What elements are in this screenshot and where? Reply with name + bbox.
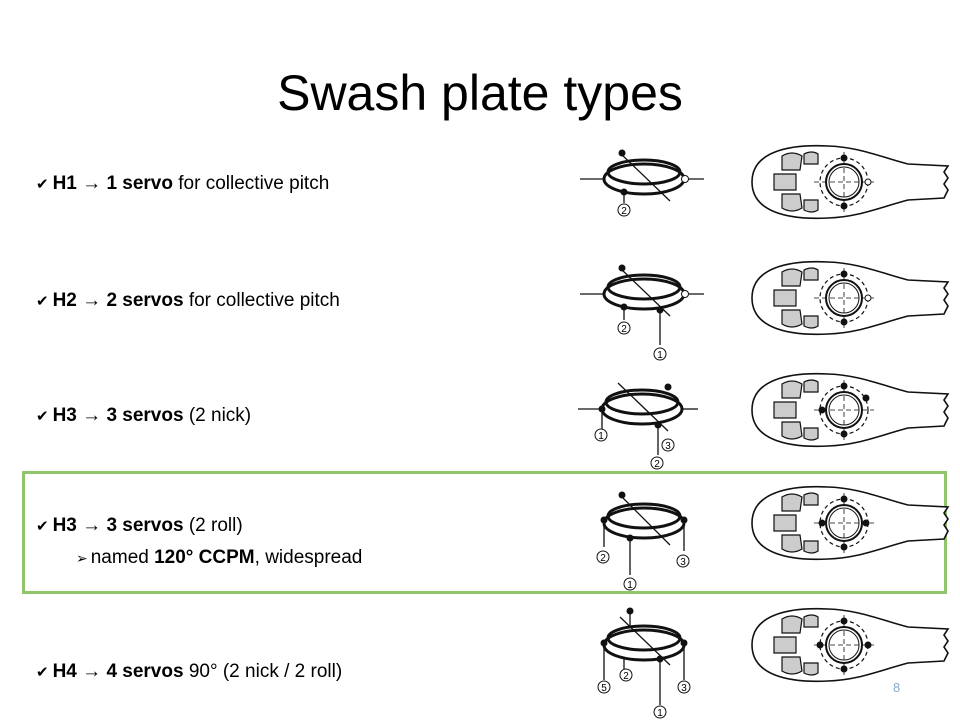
servo-label: 2 (623, 671, 629, 682)
swashplate-diagram-h2: 2 1 (580, 264, 704, 361)
servo-label: 3 (681, 683, 687, 694)
checkmark-icon: ✔ (36, 293, 49, 310)
bullet-h4: ✔H4 → 4 servos 90° (2 nick / 2 roll) (36, 661, 343, 682)
servo-label: 1 (627, 580, 633, 591)
checkmark-icon: ✔ (36, 518, 49, 535)
checkmark-icon: ✔ (36, 408, 49, 425)
checkmark-icon: ✔ (36, 176, 49, 193)
servo-label: 5 (601, 683, 607, 694)
swashplate-diagram-h1: 2 (580, 149, 704, 217)
helicopter-frame-top-view-h4 (751, 607, 950, 683)
slide-title: Swash plate types (277, 65, 683, 121)
bullet-h1: ✔H1 → 1 servo for collective pitch (36, 173, 330, 194)
bullet-h3-roll: ✔H3 → 3 servos (2 roll) (36, 515, 243, 536)
servo-label: 2 (600, 553, 606, 564)
arrowhead-bullet-icon: ➢ (76, 550, 88, 566)
sub-bullet-ccpm: ➢named 120° CCPM, widespread (76, 547, 363, 568)
swashplate-diagram-h4: 5 2 3 1 (597, 607, 691, 719)
servo-label: 2 (621, 206, 627, 217)
helicopter-frame-top-view-h2 (751, 260, 950, 336)
checkmark-icon: ✔ (36, 664, 49, 681)
swashplate-diagram-h3-roll: 2 3 1 (596, 491, 690, 591)
bullet-h3-nick: ✔H3 → 3 servos (2 nick) (36, 405, 252, 426)
page-number: 8 (893, 680, 901, 695)
servo-label: 2 (621, 324, 627, 335)
servo-label: 3 (680, 557, 686, 568)
helicopter-frame-top-view-h3-roll (751, 485, 950, 561)
helicopter-frame-top-view-h3-nick (751, 372, 950, 448)
swashplate-diagram-h3-nick: 1 3 2 (578, 382, 698, 470)
servo-label: 1 (657, 708, 663, 719)
servo-label: 3 (665, 441, 671, 452)
servo-label: 1 (598, 431, 604, 442)
servo-label: 2 (654, 459, 660, 470)
helicopter-frame-top-view-h1 (751, 144, 950, 220)
servo-label: 1 (657, 350, 663, 361)
bullet-h2: ✔H2 → 2 servos for collective pitch (36, 290, 340, 311)
